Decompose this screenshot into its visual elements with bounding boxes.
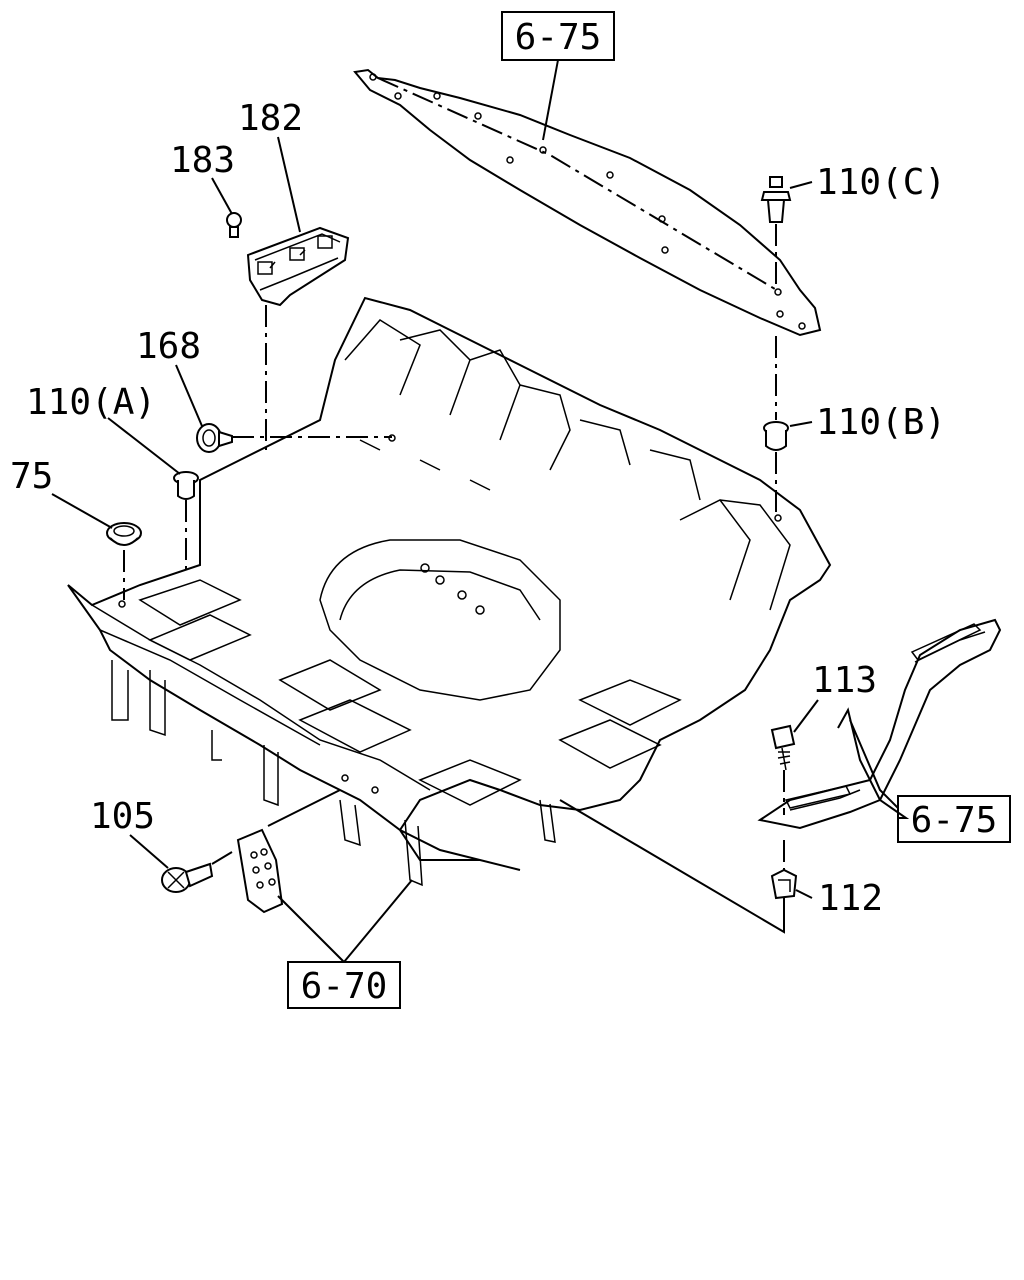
label-168[interactable]: 168 (136, 326, 201, 367)
label-75[interactable]: 75 (10, 456, 53, 497)
ref-box-top[interactable]: 6-75 (501, 11, 615, 61)
ref-box-right[interactable]: 6-75 (897, 795, 1011, 843)
label-105[interactable]: 105 (90, 796, 155, 837)
bracket-182[interactable] (246, 226, 350, 307)
clip-112[interactable] (770, 868, 798, 900)
label-110b[interactable]: 110(B) (816, 402, 946, 443)
ref-label-bottom: 6-70 (301, 966, 388, 1007)
top-cross-panel (353, 68, 822, 337)
assembly-lines (123, 224, 785, 934)
plug-75[interactable] (106, 522, 142, 546)
label-183[interactable]: 183 (170, 140, 235, 181)
clip-110c[interactable] (760, 176, 792, 223)
label-182[interactable]: 182 (238, 98, 303, 139)
ref-label-right: 6-75 (911, 800, 998, 841)
side-sill-panel (757, 618, 1002, 830)
floor-panel-assembly (67, 296, 832, 887)
clip-110a[interactable] (173, 471, 199, 500)
label-110a[interactable]: 110(A) (26, 382, 156, 423)
label-112[interactable]: 112 (818, 878, 883, 919)
grommet-168[interactable] (196, 423, 233, 453)
leader-lines (51, 59, 910, 963)
clip-110b[interactable] (763, 421, 789, 451)
label-110c[interactable]: 110(C) (816, 162, 946, 203)
bracket-plate[interactable] (236, 828, 284, 914)
screw-113[interactable] (770, 724, 796, 771)
ref-box-bottom[interactable]: 6-70 (287, 961, 401, 1009)
ref-label-top: 6-75 (515, 17, 602, 58)
part-labels: 182 183 168 110(A) 75 110(C) 110(B) 113 … (10, 98, 946, 919)
label-113[interactable]: 113 (812, 660, 877, 701)
bolt-183[interactable] (226, 212, 242, 238)
bolt-105[interactable] (161, 862, 214, 893)
